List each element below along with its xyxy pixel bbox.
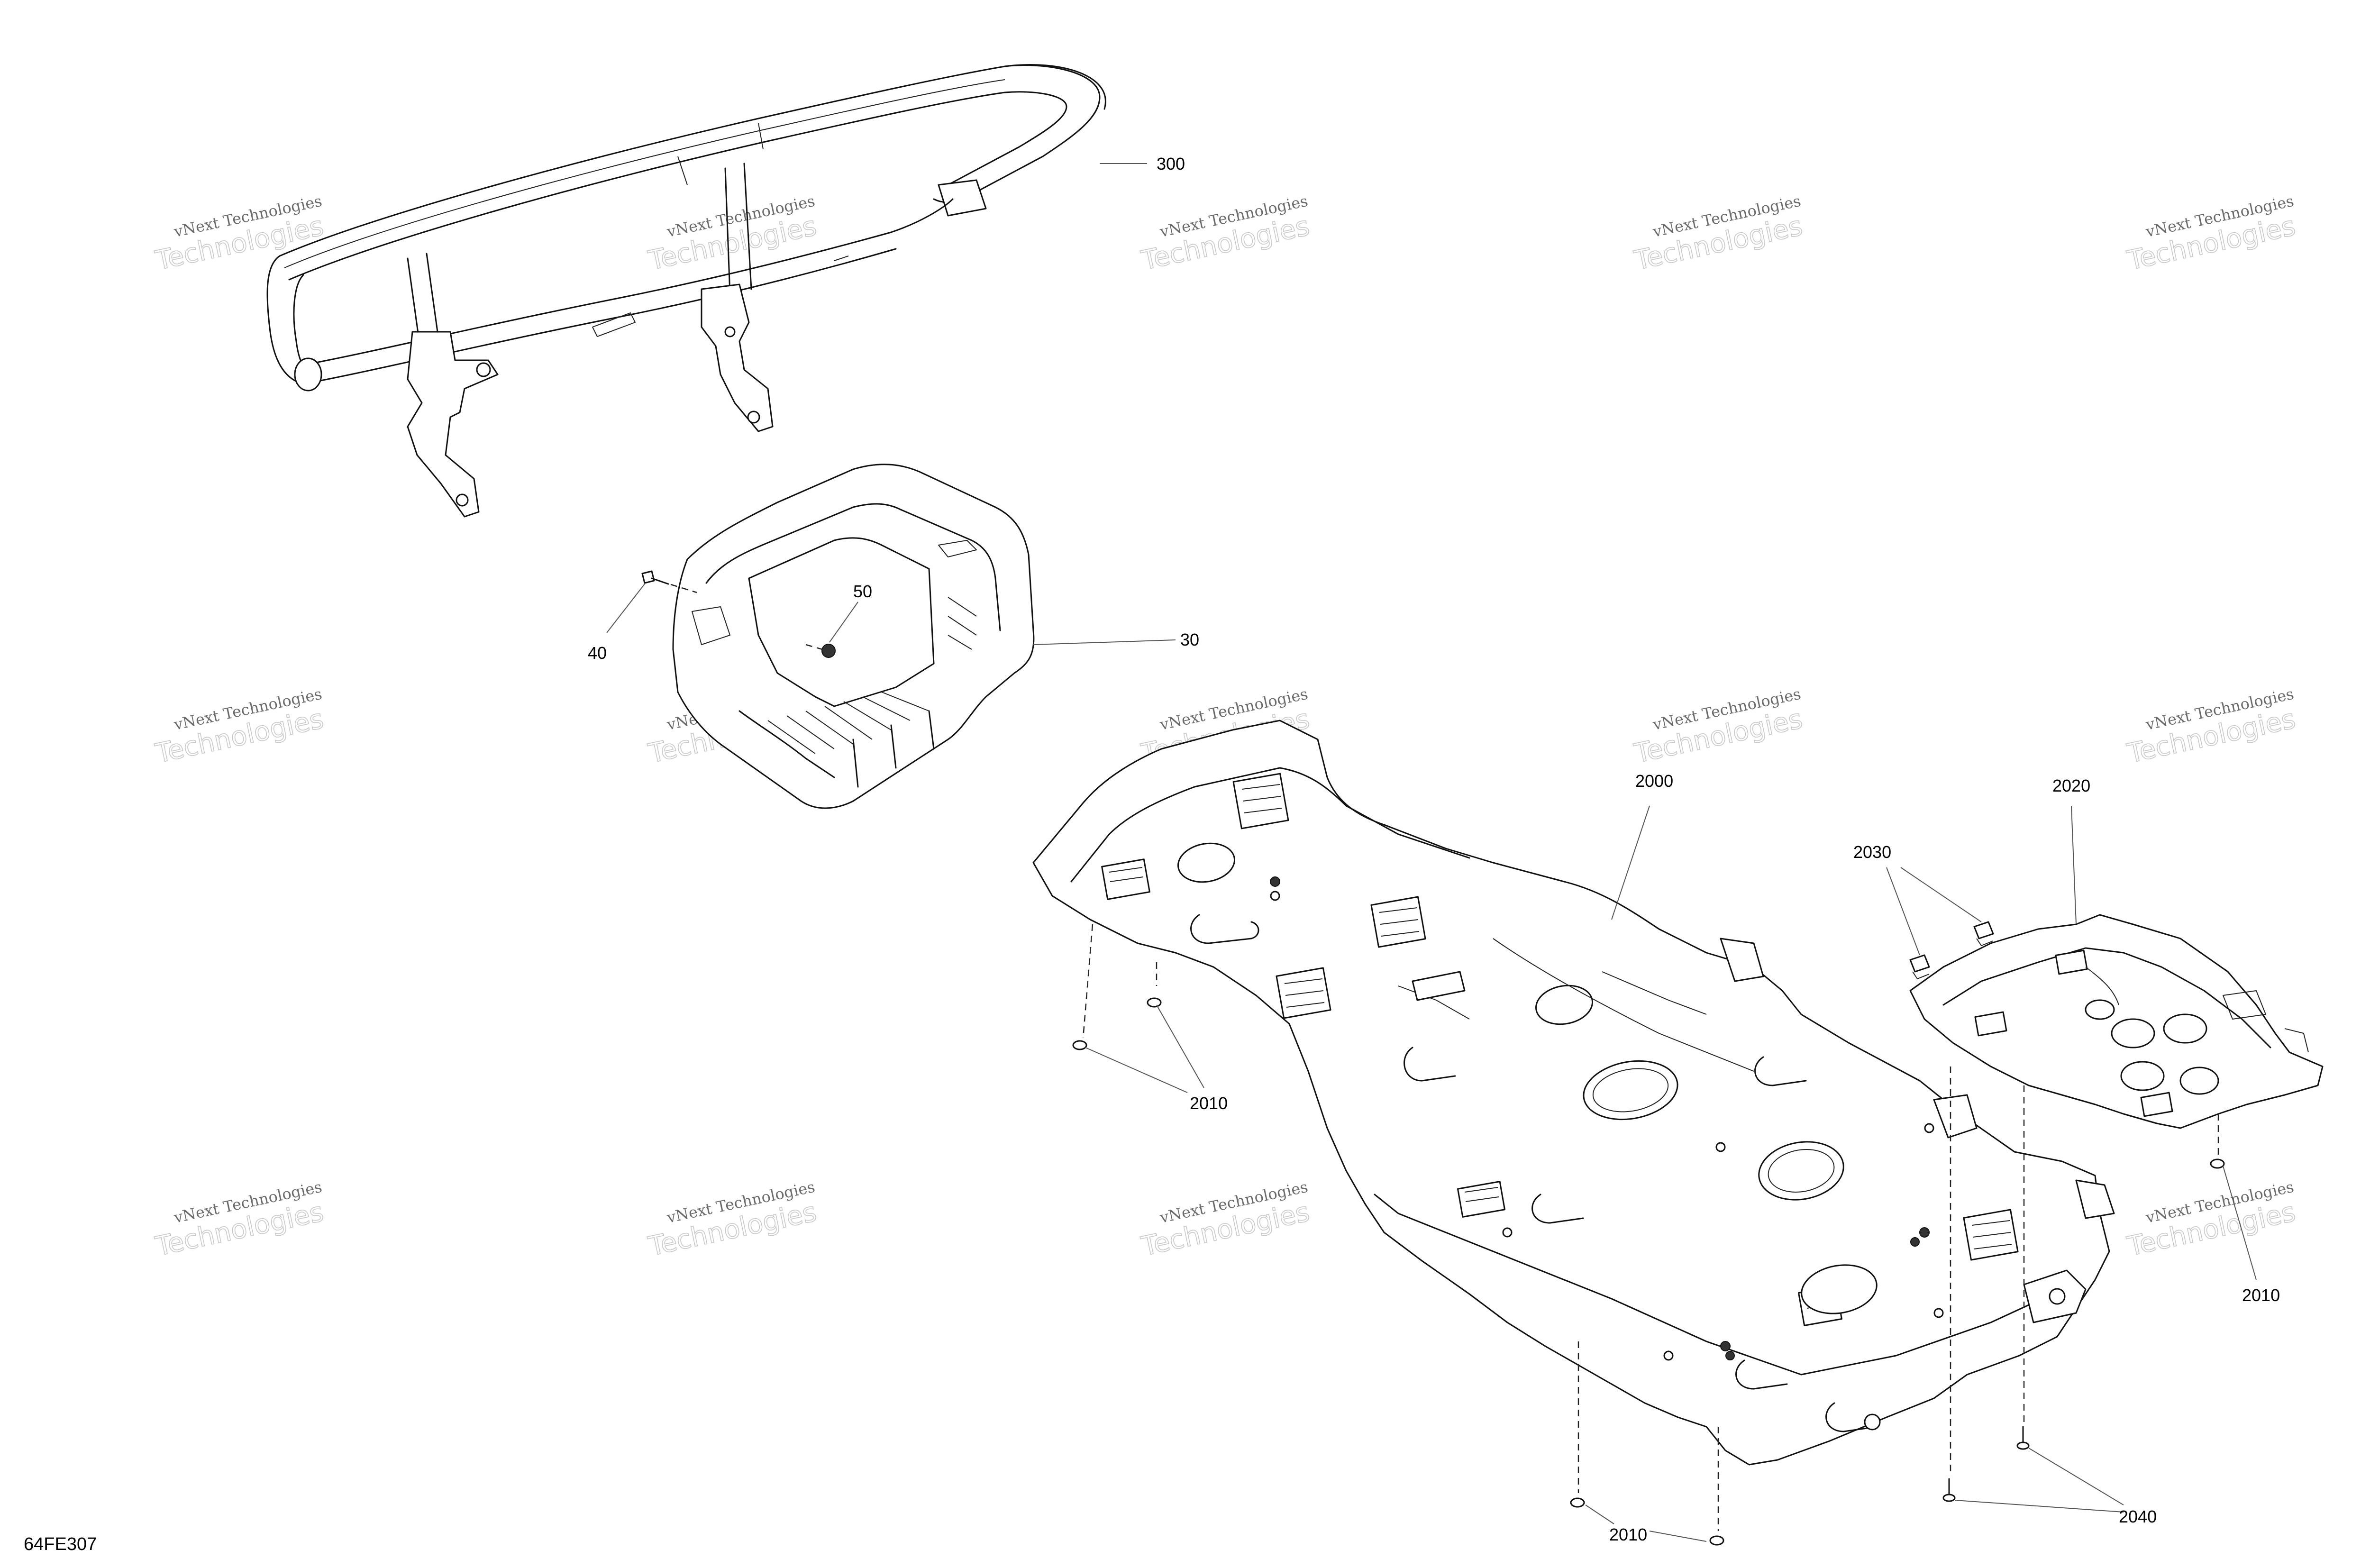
watermark: vNext Technologies Technologies xyxy=(1631,685,1805,770)
part-label-2030: 2030 xyxy=(1853,842,1891,862)
watermark: vNext Technologies Technologies xyxy=(1138,1178,1313,1263)
watermark: vNext Technologies Technologies xyxy=(645,192,820,277)
clip-nut-2030 xyxy=(1973,921,1994,946)
screw-40 xyxy=(641,570,697,593)
watermark: vNext Technologies Technologies xyxy=(2124,192,2298,277)
fasteners xyxy=(1072,924,2225,1546)
part-label-2010-bottom: 2010 xyxy=(1609,1525,1647,1544)
watermark: vNext Technologies Technologies xyxy=(645,1178,820,1263)
part-label-2010-right: 2010 xyxy=(2242,1285,2280,1305)
vent-grid xyxy=(1963,1209,2019,1261)
leader-lines xyxy=(606,163,2257,1542)
watermark: vNext Technologies Technologies xyxy=(1138,192,1313,277)
clip-nut-2030 xyxy=(1909,954,1930,979)
watermark: vNext Technologies Technologies xyxy=(2124,685,2298,770)
diagram-code: 64FE307 xyxy=(24,1534,97,1554)
watermark: vNext Technologies Technologies xyxy=(2124,1178,2298,1263)
part-label-2000: 2000 xyxy=(1635,771,1673,791)
vent-grid xyxy=(1457,1181,1506,1218)
part-label-2040: 2040 xyxy=(2119,1507,2157,1526)
watermark: vNext Technologies Technologies xyxy=(1631,192,1805,277)
vent-grid xyxy=(1276,967,1331,1019)
bumper-frame-300 xyxy=(266,64,1106,518)
watermark: vNext Technologies Technologies xyxy=(152,192,327,277)
part-label-40: 40 xyxy=(588,643,607,663)
watermark: vNext Technologies Technologies xyxy=(152,1178,327,1263)
vent-grid xyxy=(1101,858,1150,900)
vent-grid xyxy=(1232,773,1289,830)
rear-skid-plate-2020 xyxy=(1909,914,2324,1129)
part-label-2010-left: 2010 xyxy=(1190,1094,1228,1113)
part-label-30: 30 xyxy=(1180,630,1199,649)
vent-grid xyxy=(1370,896,1426,948)
watermark: vNext Technologies Technologies xyxy=(152,685,327,770)
part-label-300: 300 xyxy=(1157,154,1185,173)
part-label-2020: 2020 xyxy=(2052,776,2090,795)
part-labels: 300 30 40 50 2000 2020 2030 2010 2010 20… xyxy=(588,154,2280,1544)
part-label-50: 50 xyxy=(853,582,872,601)
skid-plate-2000 xyxy=(1032,720,2115,1466)
front-fascia-30 xyxy=(641,464,1035,809)
